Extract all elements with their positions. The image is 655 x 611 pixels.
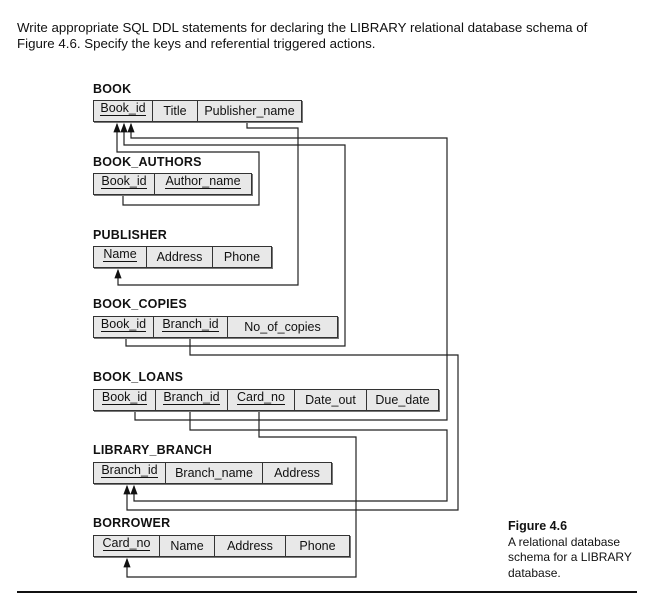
table-book: Book_id Title Publisher_name <box>93 100 302 122</box>
column-due-date: Due_date <box>375 393 430 407</box>
column-title: Title <box>153 101 198 121</box>
table-name-borrower: BORROWER <box>93 516 171 530</box>
column-branch-name: Branch_name <box>166 463 263 483</box>
column-branch-id: Branch_id <box>154 317 228 337</box>
fk-loans-borrower <box>123 411 357 578</box>
fk-copies-book <box>120 122 346 347</box>
column-publisher-name: Publisher_name <box>204 104 295 118</box>
fk-authors-book <box>113 122 260 206</box>
column-phone: Phone <box>299 539 336 553</box>
table-name-publisher: PUBLISHER <box>93 228 168 242</box>
fk-book-publisher <box>114 122 299 286</box>
table-book-copies: Book_id Branch_id No_of_copies <box>93 316 338 338</box>
column-book-id: Book_id <box>94 174 155 194</box>
table-name-book-loans: BOOK_LOANS <box>93 370 184 384</box>
column-address: Address <box>215 536 286 556</box>
figure-caption: Figure 4.6 A relational database schema … <box>508 519 638 581</box>
column-no-of-copies: No_of_copies <box>244 320 321 334</box>
figure-caption-text: A relational database schema for a LIBRA… <box>508 534 632 580</box>
table-publisher: Name Address Phone <box>93 246 272 268</box>
table-name-book: BOOK <box>93 82 132 96</box>
table-name-library-branch: LIBRARY_BRANCH <box>93 443 213 457</box>
column-date-out: Date_out <box>295 390 367 410</box>
table-borrower: Card_no Name Address Phone <box>93 535 350 557</box>
divider <box>17 591 637 593</box>
column-book-id: Book_id <box>94 317 154 337</box>
column-name: Name <box>160 536 215 556</box>
column-card-no: Card_no <box>94 536 160 556</box>
column-branch-id: Branch_id <box>156 390 228 410</box>
table-name-book-copies: BOOK_COPIES <box>93 297 187 311</box>
column-book-id: Book_id <box>94 101 153 121</box>
column-address: Address <box>274 466 320 480</box>
table-book-authors: Book_id Author_name <box>93 173 252 195</box>
column-author-name: Author_name <box>165 174 241 189</box>
column-book-id: Book_id <box>94 390 156 410</box>
question-text: Write appropriate SQL DDL statements for… <box>17 20 588 51</box>
table-book-loans: Book_id Branch_id Card_no Date_out Due_d… <box>93 389 439 411</box>
figure-caption-title: Figure 4.6 <box>508 519 568 533</box>
column-address: Address <box>147 247 213 267</box>
fk-loans-branch <box>130 411 448 502</box>
table-library-branch: Branch_id Branch_name Address <box>93 462 332 484</box>
fk-copies-branch <box>123 338 459 511</box>
column-card-no: Card_no <box>228 390 295 410</box>
table-name-book-authors: BOOK_AUTHORS <box>93 155 202 169</box>
column-phone: Phone <box>223 250 261 264</box>
column-name: Name <box>94 247 147 267</box>
column-branch-id: Branch_id <box>94 463 166 483</box>
fk-loans-book <box>127 122 448 421</box>
